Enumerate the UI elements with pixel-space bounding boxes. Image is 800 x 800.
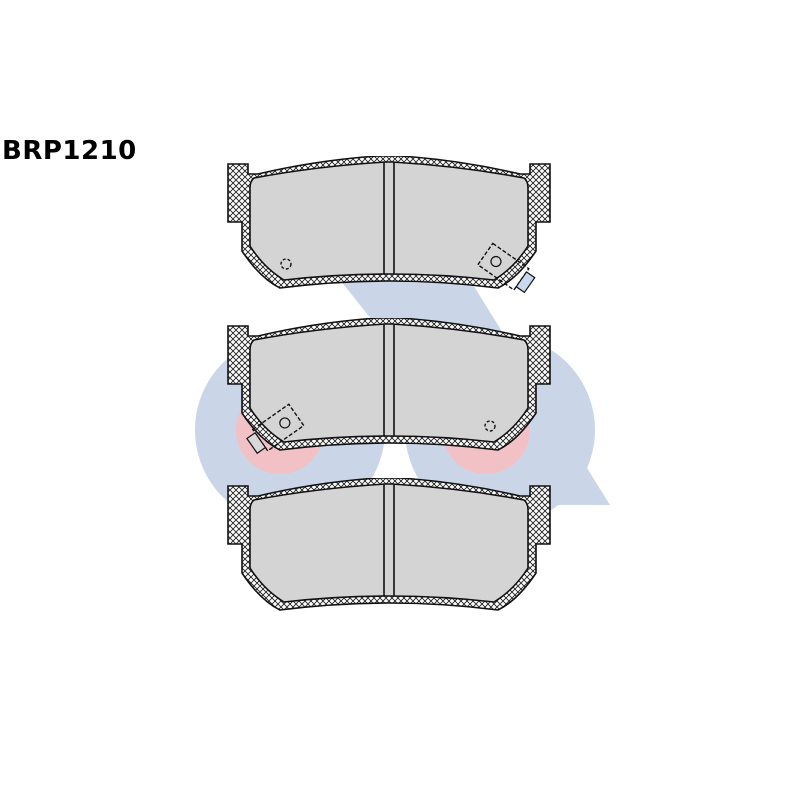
pad-2 <box>227 318 551 455</box>
pad-3 <box>227 478 551 611</box>
sensor-hole-icon <box>280 258 292 270</box>
pad-1 <box>227 156 551 294</box>
wear-sensor-icon <box>476 242 536 294</box>
part-code: BRP1210 <box>2 136 137 166</box>
sensor-hole-icon <box>484 420 496 432</box>
